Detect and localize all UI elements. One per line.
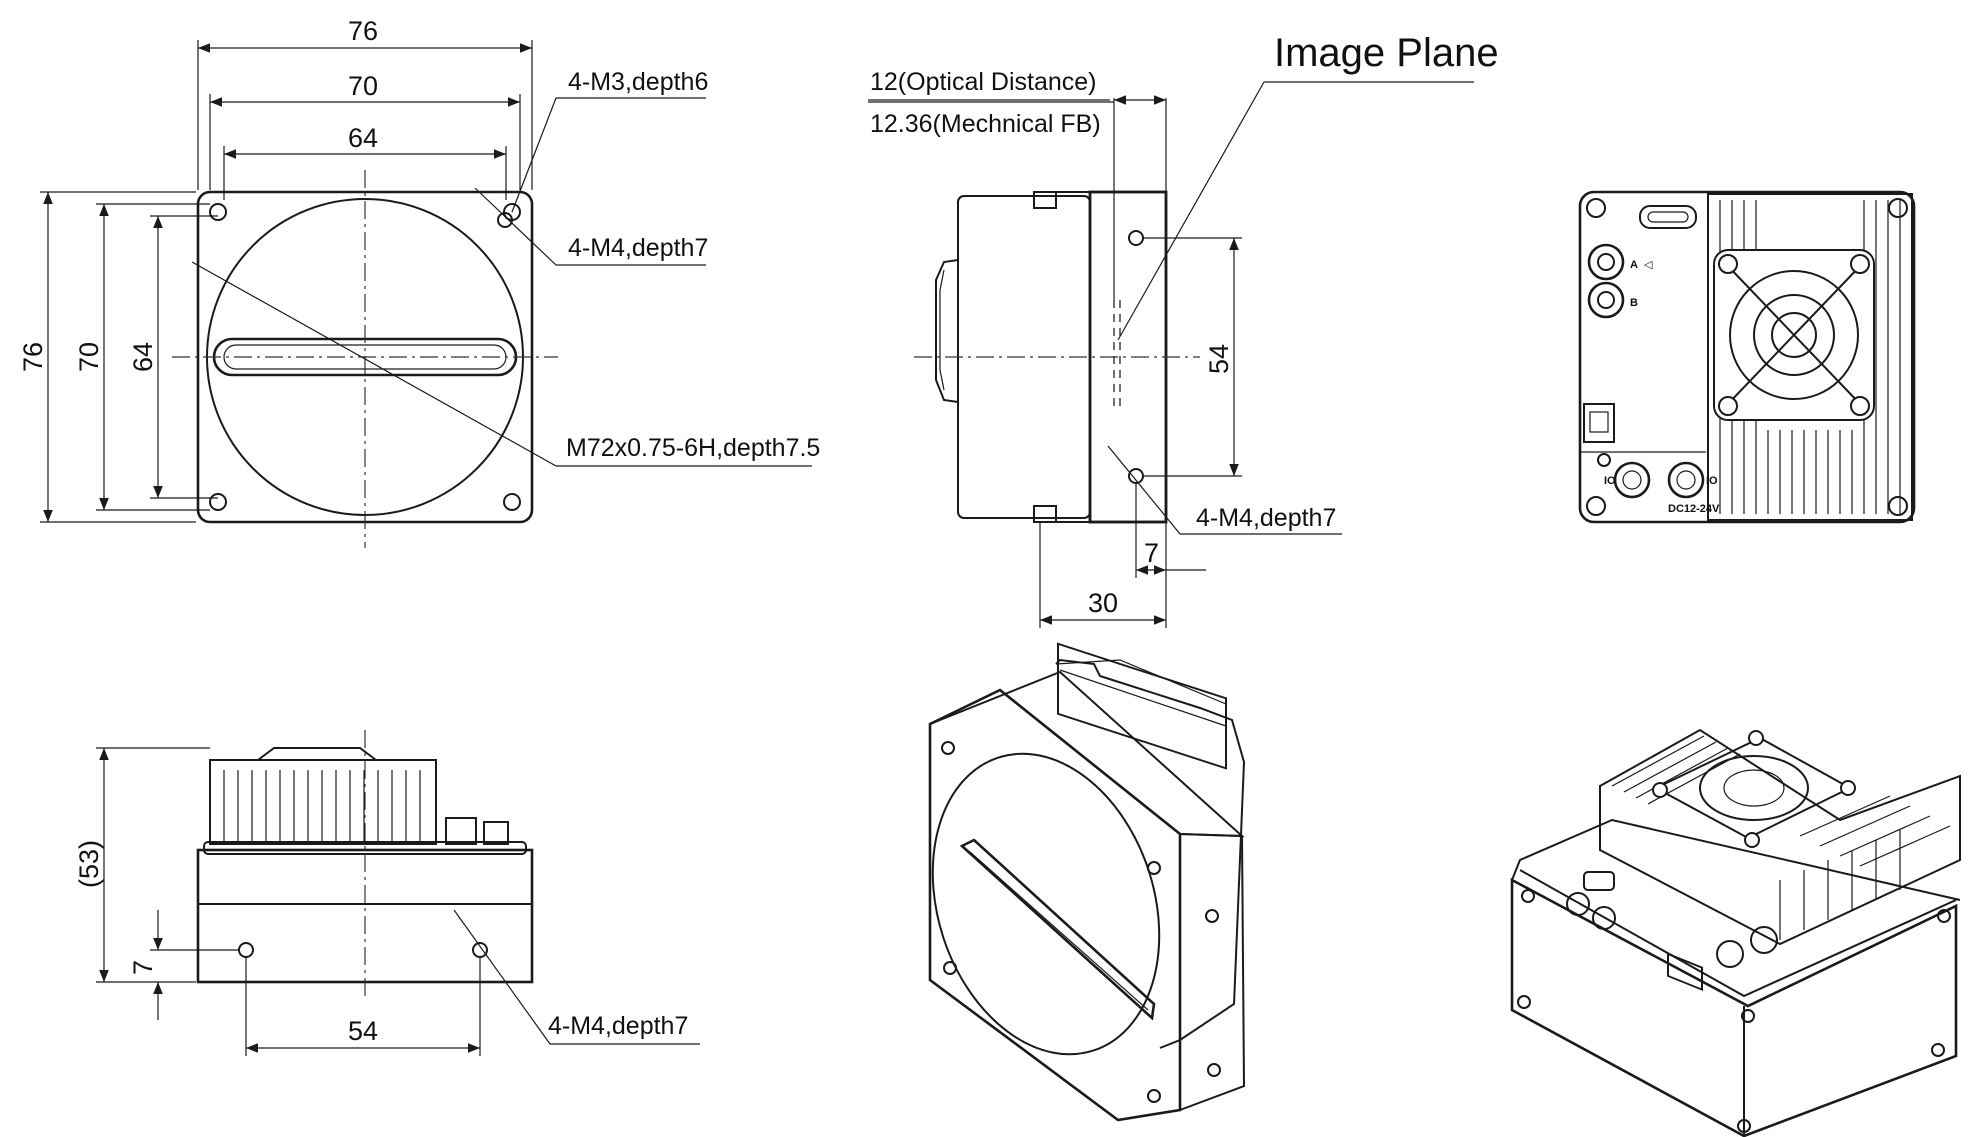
rear-view: A ◁ B IO IO DC12-24V: [1578, 190, 1916, 524]
note-m4-depth7-side: 4-M4,depth7: [1196, 504, 1336, 532]
title-image-plane: Image Plane: [1274, 31, 1499, 75]
label-io-right: IO: [1706, 475, 1718, 487]
dim-53: (53): [74, 840, 104, 888]
note-m3-depth6: 4-M3,depth6: [568, 68, 708, 96]
isometric-rear-view: [1510, 728, 1961, 1137]
note-m4-depth7-bottom: 4-M4,depth7: [548, 1012, 688, 1040]
dim-height-76: 76: [18, 342, 48, 372]
dim-width-70: 70: [348, 71, 378, 101]
front-view: 76 70 64 76 70 64 4-M3,depth6 4-M4,depth…: [18, 16, 820, 548]
dim-width-76: 76: [348, 16, 378, 46]
dim-height-64: 64: [128, 342, 158, 372]
dim-height-70: 70: [74, 342, 104, 372]
dim-54-side: 54: [1204, 344, 1234, 374]
dim-7-side: 7: [1144, 538, 1159, 568]
isometric-front-view: [928, 642, 1246, 1122]
dim-54-bottom: 54: [348, 1016, 378, 1046]
dim-7-bottom: 7: [128, 960, 158, 975]
dim-30-side: 30: [1088, 588, 1118, 618]
label-a: A: [1630, 259, 1638, 271]
note-mechanical-fb: 12.36(Mechnical FB): [870, 110, 1101, 138]
svg-text:◁: ◁: [1644, 259, 1653, 271]
note-mount-thread: M72x0.75-6H,depth7.5: [566, 434, 820, 462]
bottom-view: (53) 7 54 4-M4,depth7: [74, 730, 700, 1056]
label-b: B: [1630, 297, 1638, 309]
note-optical-distance: 12(Optical Distance): [870, 68, 1096, 96]
dim-width-64: 64: [348, 123, 378, 153]
note-m4-depth7: 4-M4,depth7: [568, 234, 708, 262]
label-power: DC12-24V: [1668, 503, 1720, 515]
side-view: 12(Optical Distance) 12.36(Mechnical FB)…: [868, 31, 1499, 628]
label-io-left: IO: [1604, 475, 1616, 487]
